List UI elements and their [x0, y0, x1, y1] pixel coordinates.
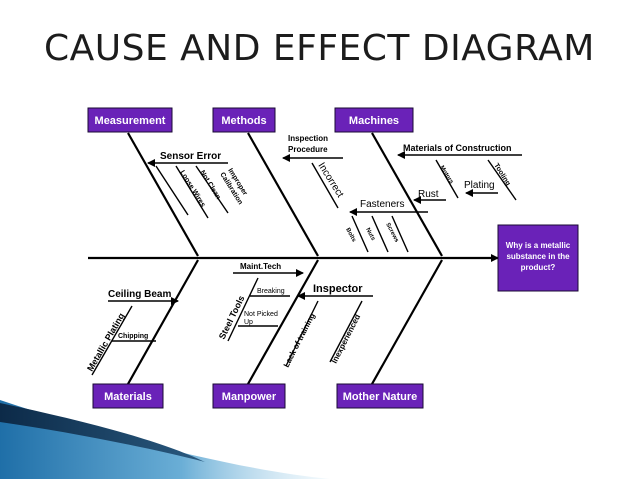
bolts-label: Bolts — [344, 227, 357, 244]
category-mother-nature: Mother Nature — [336, 383, 424, 409]
bone-measurement — [127, 132, 199, 257]
category-materials: Materials — [92, 383, 164, 409]
plating-label: Plating — [464, 180, 495, 191]
motors-label: Motors — [438, 165, 454, 186]
category-measurement: Measurement — [87, 107, 173, 133]
bone-manpower — [247, 259, 319, 385]
effect-line-3: product? — [521, 263, 556, 272]
bone-methods — [247, 132, 319, 257]
fasteners-label: Fasteners — [360, 199, 404, 210]
category-methods: Methods — [212, 107, 276, 133]
inspection-label: Inspection — [288, 134, 328, 143]
not-clean-line — [175, 165, 209, 219]
not-picked-label: Not Picked — [244, 311, 278, 318]
category-machines: Machines — [334, 107, 414, 133]
maint-tech-label: Maint.Tech — [240, 262, 281, 271]
chipping-label: Chipping — [118, 333, 148, 340]
breaking-label: Breaking — [257, 288, 285, 295]
inexperienced-line — [329, 300, 363, 363]
inexperienced-label: Inexperienced — [330, 313, 362, 365]
category-machines-label: Machines — [349, 115, 399, 127]
sensor-error-label: Sensor Error — [160, 151, 221, 162]
loose-wires-line — [155, 165, 189, 216]
category-methods-label: Methods — [221, 115, 266, 127]
screws-line — [391, 215, 409, 253]
ceiling-beam-label: Ceiling Beam — [108, 289, 171, 300]
category-materials-label: Materials — [104, 391, 152, 403]
improper-calibration-line — [195, 165, 229, 214]
effect-box: Why is a metallic substance in the produ… — [497, 224, 579, 292]
metallic-plating-label: Metallic Plating — [85, 311, 126, 373]
incorrect-line — [311, 162, 339, 209]
effect-line-1: Why is a metallic — [506, 241, 571, 250]
inspector-label: Inspector — [313, 283, 363, 295]
bone-mother-nature — [371, 259, 443, 385]
bolts-line — [351, 215, 369, 253]
tooling-label: Tooling — [492, 162, 511, 187]
category-mother-nature-label: Mother Nature — [343, 391, 418, 403]
tooling-line — [487, 159, 517, 201]
steel-tools-line — [227, 277, 259, 342]
lack-of-training-line — [285, 300, 319, 367]
category-manpower: Manpower — [212, 383, 286, 409]
procedure-label: Procedure — [288, 145, 328, 154]
materials-of-construction-label: Materials of Construction — [403, 143, 512, 153]
page-title: CAUSE AND EFFECT DIAGRAM — [44, 28, 595, 69]
screws-label: Screws — [384, 222, 399, 244]
bone-materials — [127, 259, 199, 385]
category-measurement-label: Measurement — [95, 115, 166, 127]
effect-line-2: substance in the — [506, 252, 570, 261]
up-label: Up — [244, 319, 253, 326]
decorative-swoosh — [0, 400, 330, 479]
lack-of-training-label: Lack of training — [282, 312, 317, 369]
bone-machines — [371, 132, 443, 257]
category-manpower-label: Manpower — [222, 391, 277, 403]
nuts-line — [371, 215, 389, 253]
rust-label: Rust — [418, 189, 439, 200]
motors-line — [435, 159, 459, 199]
nuts-label: Nuts — [364, 227, 376, 242]
